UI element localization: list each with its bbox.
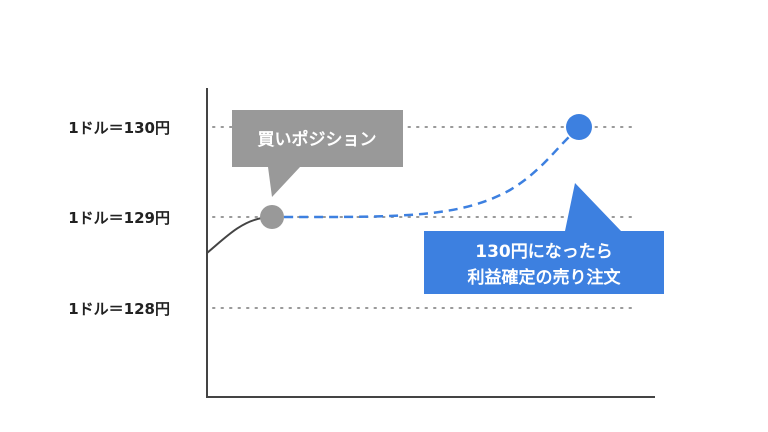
sell-target-point bbox=[566, 114, 592, 140]
target-path bbox=[283, 133, 573, 219]
buy-callout: 買いポジション bbox=[232, 110, 403, 197]
buy-point bbox=[260, 205, 284, 229]
y-label-129: 1ドル＝129円 bbox=[68, 209, 170, 227]
sell-callout-line2: 利益確定の売り注文 bbox=[468, 267, 622, 288]
y-label-128: 1ドル＝128円 bbox=[68, 300, 170, 318]
sell-callout: 130円になったら 利益確定の売り注文 bbox=[424, 183, 664, 294]
price-line bbox=[206, 217, 263, 254]
gridlines bbox=[212, 126, 638, 309]
buy-callout-text: 買いポジション bbox=[258, 129, 377, 150]
sell-callout-line1: 130円になったら bbox=[475, 242, 613, 262]
y-label-130: 1ドル＝130円 bbox=[68, 119, 170, 137]
